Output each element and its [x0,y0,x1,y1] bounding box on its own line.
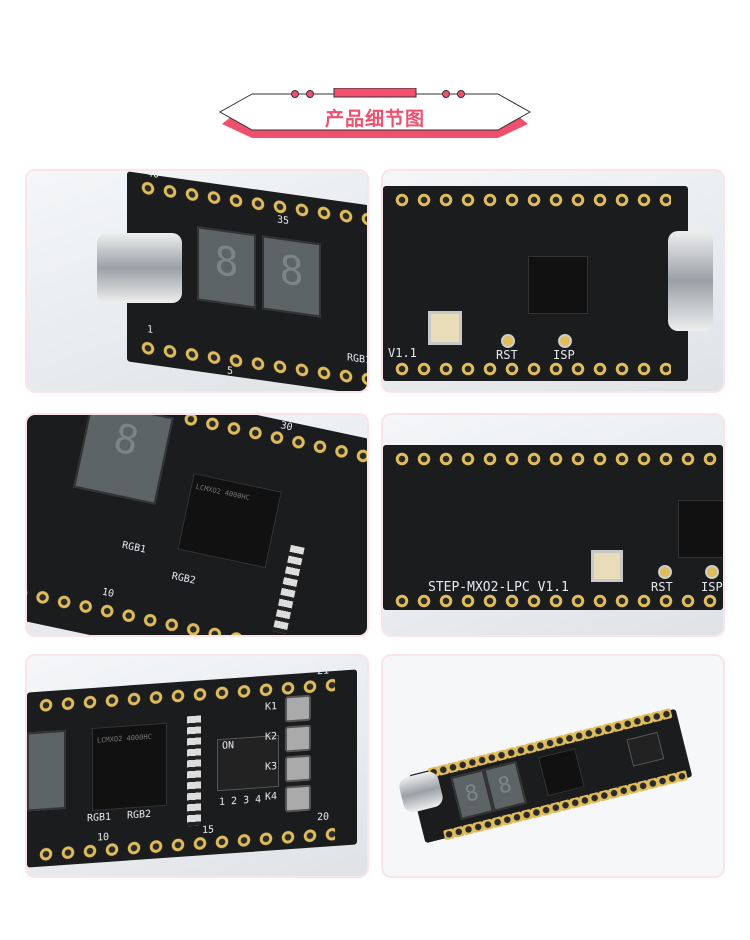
rgb2-label: RGB2 [170,570,197,587]
fpga-chip: LCMXO2 4000HC [177,473,282,569]
rst-pad[interactable] [501,334,515,348]
k4-label: K4 [265,791,278,803]
isp-label: ISP [701,580,723,594]
key-button-k2[interactable] [285,724,311,753]
pin-label: 30 [279,420,294,434]
photo-panel-full-board: 8 8 [383,656,723,876]
pcb-board: 8 LCMXO2 4000HC RGB1 RGB2 30 10 [27,415,367,635]
crystal-oscillator [591,550,623,582]
isp-pad[interactable] [705,565,719,579]
rgb-label: RGB1 [347,352,367,367]
pin-header-bottom [35,826,335,863]
rgb2-label: RGB2 [127,808,152,822]
seven-segment-display: 8 [73,415,174,505]
isp-label: ISP [553,348,575,362]
pin-label: 20 [317,811,330,824]
led-array [187,715,201,827]
rst-label: RST [496,348,518,362]
rst-pad[interactable] [658,565,672,579]
section-banner: 产品细节图 [217,88,533,140]
version-label: V1.1 [388,346,417,360]
rgb1-label: RGB1 [87,811,112,825]
pin-header-top [178,415,367,471]
key-button-k4[interactable] [285,784,311,813]
pin-header-bottom [27,582,355,635]
rgb1-label: RGB1 [121,539,147,556]
pin-label: 10 [100,586,115,600]
pin-label: 40 [147,171,160,181]
section-title: 产品细节图 [324,108,425,130]
board-model-label: STEP-MXO2-LPC V1.1 [428,580,569,595]
pcb-board: STEP-MXO2-LPC V1.1 RST ISP [383,445,723,610]
pin-label: 21 [317,665,330,678]
seven-segment-display: 8 [197,226,256,309]
pcb-board: V1.1 RST ISP [383,186,688,381]
rst-label: RST [651,580,673,594]
seven-segment-display [27,729,66,812]
usb-c-connector [668,231,713,331]
dip-switch [626,731,665,767]
pin-header-bottom [137,338,367,391]
dip-on-label: ON [222,740,235,752]
pin-label: 15 [202,824,215,837]
pin-label: 1 [147,324,154,336]
k2-label: K2 [265,731,278,743]
pin-header-bottom [391,593,721,609]
banner-frame [218,88,532,138]
pin-label: 35 [277,214,290,228]
pcb-board: LCMXO2 4000HC RGB1 RGB2 ON 1 2 3 4 K1 K2… [27,665,357,868]
photo-panel-silkscreen: STEP-MXO2-LPC V1.1 RST ISP [383,415,723,635]
pcb-board: 8 8 [408,708,693,844]
crystal-oscillator [428,311,462,345]
pin-header-top [391,451,721,467]
pin-label: 5 [227,365,234,378]
led-array [272,544,305,634]
fpga-chip [678,500,723,558]
pin-header-bottom [391,361,671,377]
photo-panel-front-display: 40 35 1 5 RGB1 8 8 [27,171,367,391]
photo-panel-switches: LCMXO2 4000HC RGB1 RGB2 ON 1 2 3 4 K1 K2… [27,656,367,876]
dip-numbers: 1 2 3 4 [219,794,262,809]
isp-pad[interactable] [558,334,572,348]
usb-c-connector [97,233,182,303]
pin-header-top [137,178,367,232]
fpga-chip: LCMXO2 4000HC [92,722,167,811]
k1-label: K1 [265,701,278,713]
pin-label: 10 [97,831,110,844]
k3-label: K3 [265,761,278,773]
fpga-chip [538,748,585,797]
photo-panel-back: V1.1 RST ISP [383,171,723,391]
fpga-chip [528,256,588,314]
photo-panel-fpga-closeup: 8 LCMXO2 4000HC RGB1 RGB2 30 10 [27,415,367,635]
pin-header-top [391,192,671,208]
key-button-k1[interactable] [285,694,311,723]
key-button-k3[interactable] [285,754,311,783]
seven-segment-display: 8 [262,235,321,318]
